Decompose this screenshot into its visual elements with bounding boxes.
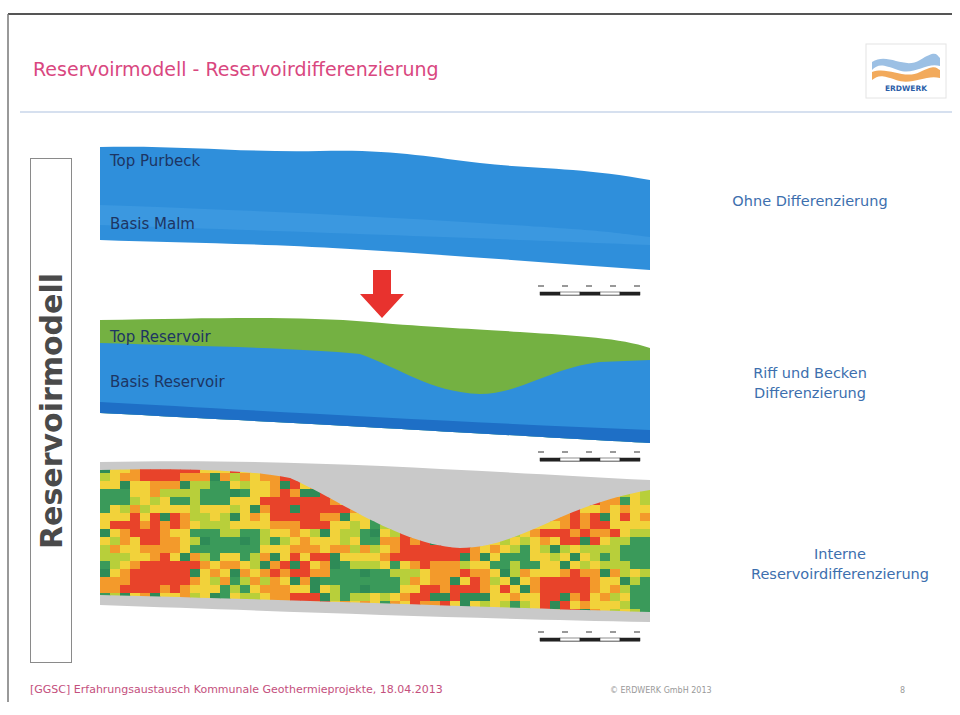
horizon-label: Basis Malm <box>110 215 195 233</box>
section-bracket: Reservoirmodell <box>30 158 72 663</box>
copyright: © ERDWERK GmbH 2013 <box>610 686 730 697</box>
section-label: Ohne Differenzierung <box>730 192 890 212</box>
horizon-label: Top Purbeck <box>110 152 200 170</box>
reservoir-property-model <box>100 461 651 622</box>
slide-frame <box>7 14 9 702</box>
footer-text: [GGSC] Erfahrungsaustausch Kommunale Geo… <box>30 683 550 698</box>
horizon-label: Top Reservoir <box>110 328 211 346</box>
section-label: Riff und Becken Differenzierung <box>730 364 890 403</box>
cross-section-band: Top PurbeckBasis Malm <box>100 145 650 270</box>
slide-frame <box>8 13 952 15</box>
logo-text: ERDWERK <box>868 84 944 94</box>
logo <box>866 44 946 98</box>
section-label: Interne Reservoirdifferenzierung <box>725 545 955 584</box>
page-number: 8 <box>900 686 920 697</box>
horizon-label: Basis Reservoir <box>110 373 225 391</box>
cross-section-band: Top ReservoirBasis Reservoir <box>100 318 650 443</box>
section-title: Reservoirmodell <box>34 273 69 549</box>
slide-title: Reservoirmodell - Reservoirdifferenzieru… <box>33 58 439 80</box>
block-arrow <box>360 270 404 318</box>
title-rule <box>20 111 952 113</box>
